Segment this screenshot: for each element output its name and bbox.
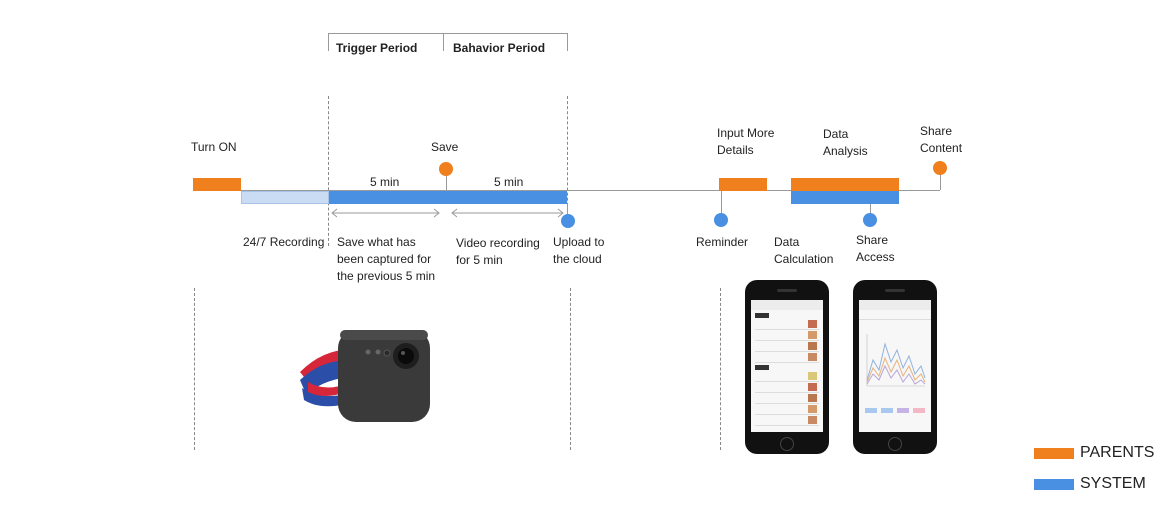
chart-chip: [913, 408, 925, 413]
phone-speaker: [885, 289, 905, 292]
five-min-label-2: 5 min: [494, 175, 524, 189]
trigger-period-label: Trigger Period: [336, 41, 418, 55]
share-access-label: Share Access: [856, 233, 895, 264]
arrow-trigger: [331, 208, 440, 218]
reminder-label: Reminder: [696, 235, 749, 249]
save-stem: [446, 174, 447, 191]
share-content-label: Share Content: [920, 124, 963, 155]
turn-on-bar: [193, 178, 241, 191]
upload-cloud-label: Upload to the cloud: [553, 235, 605, 266]
reminder-dot: [714, 213, 728, 227]
phone-speaker: [777, 289, 797, 292]
data-analysis-bar: [791, 178, 899, 191]
input-details-bar: [719, 178, 767, 191]
share-content-stem: [940, 174, 941, 190]
wearable-camera-icon: [300, 330, 430, 422]
mini-line-chart: [866, 334, 926, 387]
share-access-stem: [870, 204, 871, 214]
list-row: [755, 394, 819, 404]
list-header-bar: [751, 300, 823, 310]
chart-screen-content: [859, 300, 931, 432]
turn-on-label: Turn ON: [191, 140, 237, 154]
legend-system-swatch: [1034, 479, 1074, 490]
legend-parents-swatch: [1034, 448, 1074, 459]
arrow-behavior: [451, 208, 564, 218]
phone-home-button: [780, 437, 794, 451]
legend-system-label: SYSTEM: [1080, 475, 1146, 492]
timeline-axis: [240, 190, 940, 191]
five-min-label-1: 5 min: [370, 175, 400, 189]
separator-lower-1: [194, 288, 195, 450]
phone-chart-screen: [853, 280, 937, 454]
data-analysis-label: Data Analysis: [823, 127, 868, 158]
list-row: [755, 372, 819, 382]
chart-header-bar: [859, 300, 931, 310]
data-calculation-label: Data Calculation: [774, 235, 834, 266]
upload-dot: [561, 214, 575, 228]
list-row: [755, 320, 819, 330]
bracket-tick-right: [567, 33, 568, 51]
list-row: [755, 405, 819, 415]
trigger-period-bar: [329, 191, 567, 204]
bracket-tick-left: [328, 33, 329, 51]
list-row: [755, 353, 819, 363]
reminder-stem: [721, 191, 722, 214]
period-bracket-top: [328, 33, 568, 34]
chart-tab-strip: [859, 312, 931, 320]
bracket-tick-mid: [443, 33, 444, 51]
save-label: Save: [431, 140, 459, 154]
separator-trigger-start: [328, 96, 329, 246]
share-content-dot: [933, 161, 947, 175]
separator-behavior-end: [567, 96, 568, 221]
share-access-dot: [863, 213, 877, 227]
list-section-tab: [755, 313, 769, 318]
chart-chip: [865, 408, 877, 413]
list-section-tab: [755, 365, 769, 370]
input-more-details-label: Input More Details: [717, 126, 775, 157]
video-recording-label: Video recording for 5 min: [456, 236, 540, 267]
list-screen-content: [751, 300, 823, 432]
chart-chip: [881, 408, 893, 413]
list-row: [755, 342, 819, 352]
chart-chip: [897, 408, 909, 413]
list-row: [755, 383, 819, 393]
list-row: [755, 331, 819, 341]
list-row: [755, 416, 819, 426]
separator-lower-3: [720, 288, 721, 450]
recording-247-bar: [241, 191, 329, 204]
save-dot: [439, 162, 453, 176]
data-calculation-bar: [791, 191, 899, 204]
behavior-period-label: Bahavior Period: [453, 41, 546, 55]
separator-lower-2: [570, 288, 571, 450]
phone-list-screen: [745, 280, 829, 454]
phone-home-button: [888, 437, 902, 451]
legend-parents-label: PARENTS: [1080, 444, 1155, 461]
upload-stem: [567, 204, 568, 216]
save-captured-label: Save what has been captured for the prev…: [337, 235, 436, 283]
recording-247-label: 24/7 Recording: [243, 235, 325, 249]
